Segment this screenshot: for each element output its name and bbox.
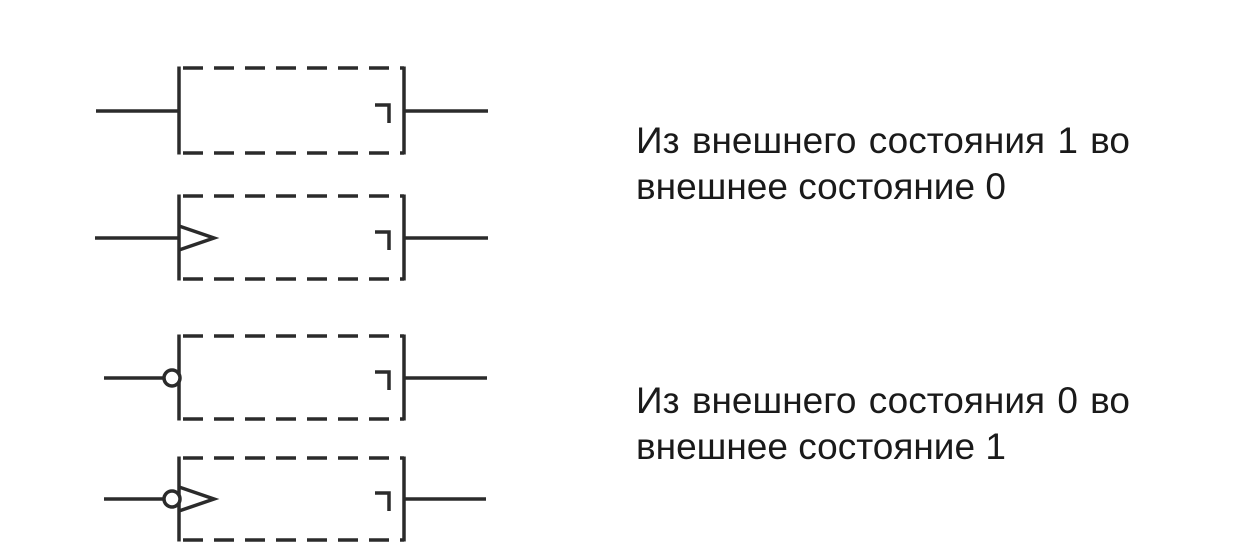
dynamic-input-icon (178, 485, 220, 513)
output-mark-icon (375, 103, 391, 123)
inversion-circle-icon (162, 368, 182, 388)
logic-element-symbol-1 (96, 66, 488, 155)
logic-element-symbol-3 (104, 334, 487, 421)
symbols-layer (95, 66, 488, 542)
inversion-circle-icon (162, 489, 182, 509)
dynamic-input-icon (178, 224, 220, 252)
transition-description-0-to-1: Из внешнего состояния 0 во внешнее состо… (636, 380, 1130, 467)
output-mark-icon (375, 491, 391, 511)
output-mark-icon (375, 370, 391, 390)
transition-description-1-to-0: Из внешнего состояния 1 во внешнее состо… (636, 120, 1130, 207)
logic-element-symbol-4 (104, 456, 486, 542)
output-mark-icon (375, 230, 391, 250)
logic-element-symbol-2 (95, 194, 488, 281)
